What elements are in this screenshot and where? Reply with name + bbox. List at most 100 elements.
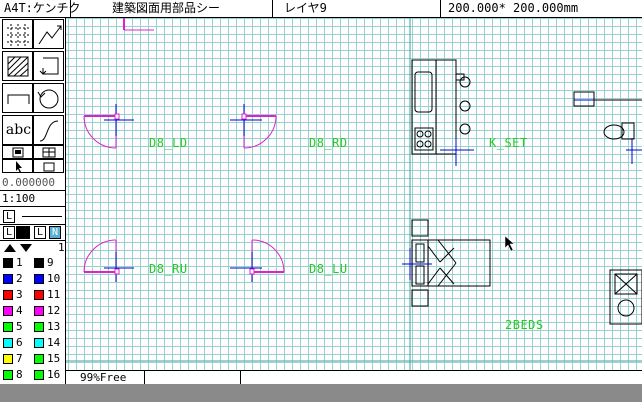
color-swatch-6[interactable]	[3, 338, 13, 348]
color-number-5: 5	[16, 320, 23, 333]
color-swatch-3[interactable]	[3, 290, 13, 300]
file-name[interactable]: 建築図面用部品シー	[112, 1, 221, 15]
title-separator	[440, 0, 441, 17]
status-separator	[144, 371, 145, 384]
color-swatch-8[interactable]	[3, 370, 13, 380]
text-tool-label: abc	[5, 122, 32, 138]
color-swatch-12[interactable]	[34, 306, 44, 316]
polyline-icon	[38, 25, 62, 45]
label-d8-ld: D8_LD	[149, 136, 188, 150]
curve-tool-button[interactable]	[33, 115, 64, 145]
label-d8-lu: D8_LU	[309, 262, 348, 276]
hatch-tool-button[interactable]	[2, 51, 33, 81]
kitchen-set-symbol[interactable]	[411, 59, 474, 166]
color-number-14: 14	[47, 336, 61, 349]
text-tool-button[interactable]: abc	[2, 115, 33, 145]
door-symbol-d8-lu[interactable]	[230, 239, 285, 282]
corner-icon	[39, 57, 59, 75]
color-number-12: 12	[47, 304, 61, 317]
layer-label[interactable]: L	[34, 226, 47, 239]
memory-status: 99%Free	[80, 371, 127, 384]
tool-palette: abc 0.000000 1:100 L L L N	[0, 18, 66, 384]
grid-icon	[7, 24, 30, 46]
arrow-down-icon[interactable]	[20, 244, 32, 252]
circle-tool-button[interactable]	[33, 83, 64, 113]
mouse-cursor-icon	[504, 235, 515, 252]
color-swatch-15[interactable]	[34, 354, 44, 364]
color-swatch-10[interactable]	[34, 274, 44, 284]
label-d8-rd: D8_RD	[309, 136, 348, 150]
select-arrow-button[interactable]	[2, 159, 33, 173]
color-swatch-4[interactable]	[3, 306, 13, 316]
paper-size: 200.000* 200.000mm	[448, 1, 579, 15]
line-type-row[interactable]: L	[0, 209, 66, 225]
current-color-swatch[interactable]	[16, 226, 30, 239]
color-swatch-13[interactable]	[34, 322, 44, 332]
color-number-8: 8	[16, 368, 23, 381]
color-number-16: 16	[47, 368, 61, 381]
page-arrows	[4, 244, 32, 252]
circle-icon	[37, 89, 59, 109]
title-separator	[70, 0, 71, 17]
status-separator	[240, 371, 241, 384]
appliance-fragment	[573, 91, 642, 164]
page-number: 1	[58, 241, 65, 254]
line-type-sample	[22, 216, 62, 217]
status-bar: 99%Free	[66, 370, 642, 384]
bracket-tool-button[interactable]	[2, 83, 33, 113]
label-2beds: 2BEDS	[505, 318, 544, 332]
door-symbol-d8-ru[interactable]	[83, 239, 134, 282]
color-number-1: 1	[16, 256, 23, 269]
arrow-up-icon[interactable]	[4, 244, 16, 252]
hatch-icon	[7, 56, 29, 77]
color-number-9: 9	[47, 256, 54, 269]
color-swatch-14[interactable]	[34, 338, 44, 348]
color-swatch-5[interactable]	[3, 322, 13, 332]
color-swatch-1[interactable]	[3, 258, 13, 268]
printer-icon	[12, 147, 24, 158]
polyline-tool-button[interactable]	[33, 19, 64, 49]
paper-name[interactable]: A4T:ケンチク	[4, 1, 81, 15]
color-number-10: 10	[47, 272, 61, 285]
title-separator	[272, 0, 273, 17]
color-swatch-7[interactable]	[3, 354, 13, 364]
page-row: 1	[0, 241, 66, 255]
table-button[interactable]	[33, 145, 64, 159]
title-bar: A4T:ケンチク 建築図面用部品シー レイヤ9 200.000* 200.000…	[0, 0, 642, 18]
line-label[interactable]: L	[3, 226, 16, 239]
door-symbol-d8-ld[interactable]	[83, 104, 134, 149]
color-number-7: 7	[16, 352, 23, 365]
color-swatch-16[interactable]	[34, 370, 44, 380]
corner-tool-button[interactable]	[33, 51, 64, 81]
bracket-icon	[7, 94, 30, 104]
grid-tool-button[interactable]	[2, 19, 33, 49]
window-icon	[43, 162, 55, 172]
color-number-13: 13	[47, 320, 61, 333]
line-type-label: L	[3, 210, 16, 223]
printer-button[interactable]	[2, 145, 33, 159]
color-swatch-2[interactable]	[3, 274, 13, 284]
color-number-6: 6	[16, 336, 23, 349]
color-mode-row: L L N	[0, 225, 66, 241]
table-icon	[42, 147, 56, 158]
twin-bed-symbol[interactable]	[402, 219, 491, 307]
window-button[interactable]	[33, 159, 64, 173]
color-number-2: 2	[16, 272, 23, 285]
color-number-15: 15	[47, 352, 61, 365]
scale-readout[interactable]: 1:100	[0, 192, 66, 207]
curve-icon	[39, 120, 59, 142]
door-symbol-d8-rd[interactable]	[230, 104, 277, 149]
layer-name[interactable]: レイヤ9	[284, 1, 327, 15]
drawing-canvas[interactable]: D8_LD D8_RD K_SET D8_RU D8_LU 2BEDS	[66, 18, 642, 370]
label-k-set: K_SET	[489, 136, 528, 150]
color-number-3: 3	[16, 288, 23, 301]
color-number-4: 4	[16, 304, 23, 317]
color-number-11: 11	[47, 288, 61, 301]
arrow-cursor-icon	[16, 161, 22, 173]
color-swatch-11[interactable]	[34, 290, 44, 300]
drawing-layer	[66, 18, 642, 370]
color-swatch-9[interactable]	[34, 258, 44, 268]
bottom-bar	[0, 384, 642, 402]
label-d8-ru: D8_RU	[149, 262, 188, 276]
normal-mode-label[interactable]: N	[49, 226, 62, 239]
